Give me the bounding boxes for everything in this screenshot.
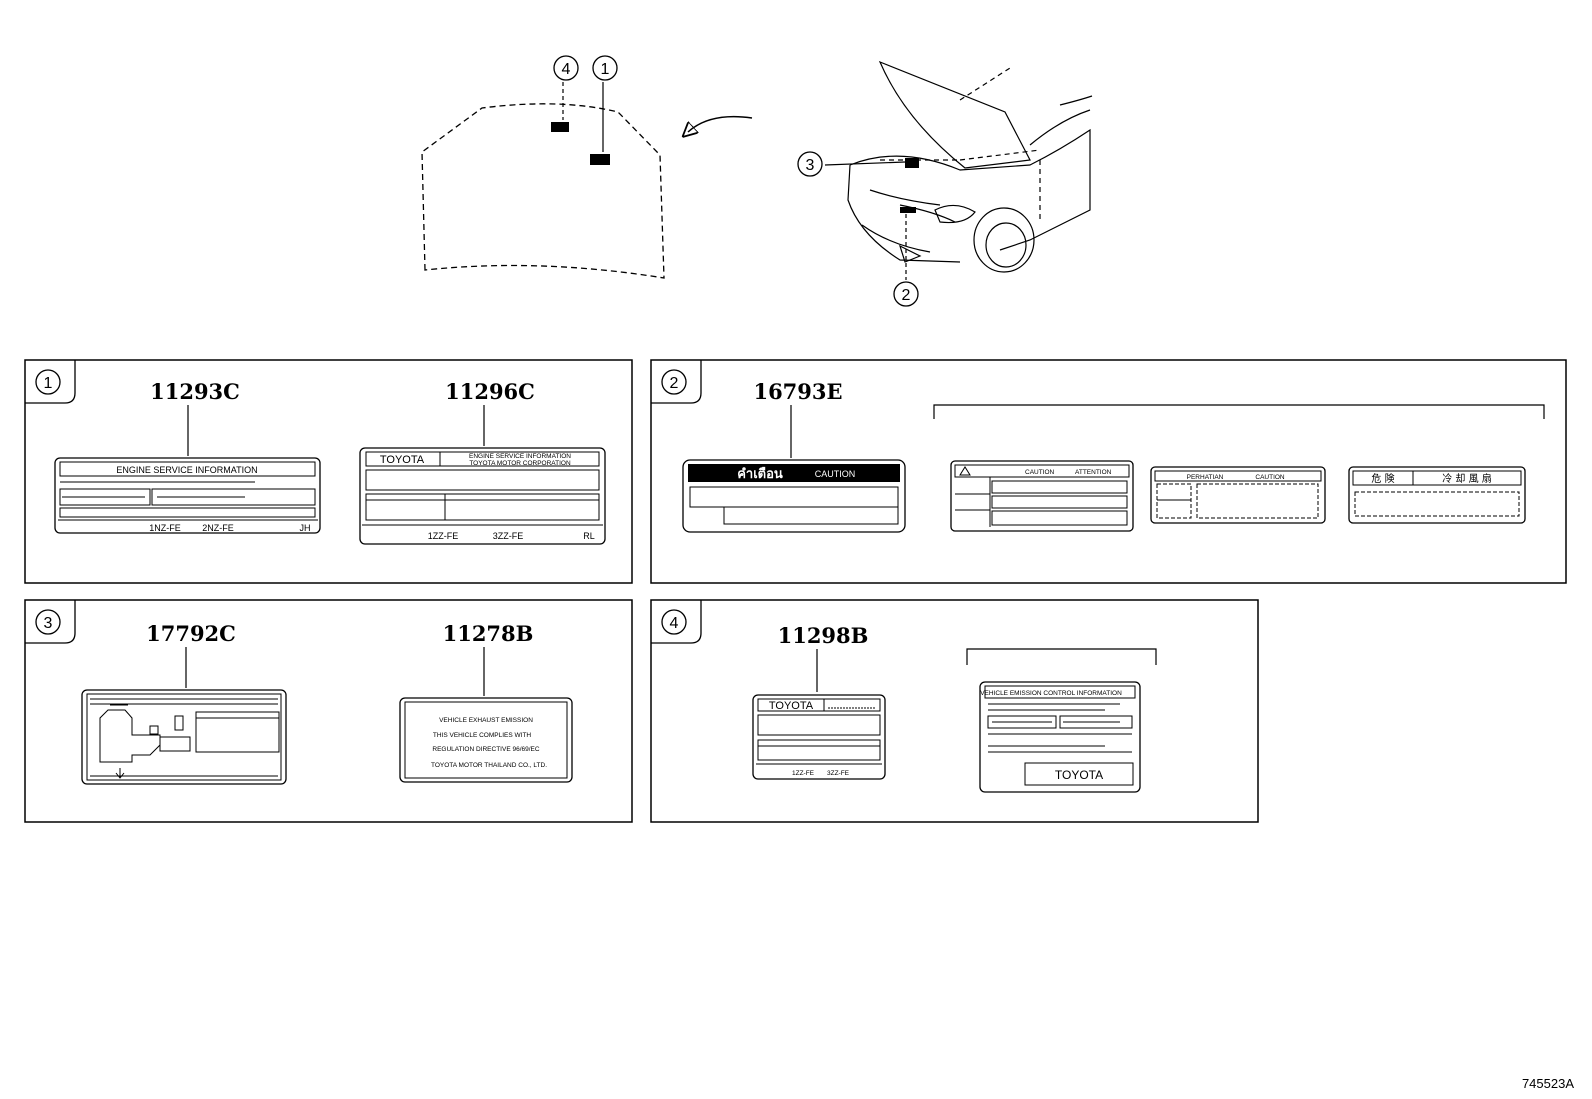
svg-text:คำเตือน: คำเตือน — [737, 466, 783, 482]
svg-text:1ZZ-FE: 1ZZ-FE — [792, 770, 815, 777]
label-11296C: TOYOTA ENGINE SERVICE INFORMATION TOYOTA… — [359, 447, 606, 545]
part-number-11298B: 11298B — [778, 623, 869, 648]
svg-text:冷 却 風 扇: 冷 却 風 扇 — [1442, 472, 1492, 485]
bracket-4 — [966, 648, 1157, 665]
svg-text:TOYOTA: TOYOTA — [769, 700, 814, 712]
svg-text:2: 2 — [902, 287, 911, 304]
label-17792C — [81, 689, 287, 785]
svg-text:CAUTION: CAUTION — [1255, 474, 1285, 481]
car-label-3-mark — [905, 158, 919, 168]
label-16793E-c: PERHATIAN CAUTION — [1150, 466, 1326, 524]
part-number-11296C: 11296C — [445, 379, 535, 404]
panel-4: 4 11298B TOYOTA 1ZZ-FE 3ZZ-FE VEHICLE EM… — [650, 599, 1259, 823]
label-11278B: VEHICLE EXHAUST EMISSION THIS VEHICLE CO… — [399, 697, 573, 783]
direction-arrow — [688, 115, 753, 132]
label-16793E-thai: คำเตือน CAUTION — [682, 459, 906, 533]
svg-text:1NZ-FE: 1NZ-FE — [149, 523, 181, 533]
svg-text:CAUTION: CAUTION — [1025, 469, 1055, 476]
svg-text:CAUTION: CAUTION — [815, 469, 856, 479]
panel-2-number: 2 — [670, 375, 679, 392]
svg-text:PERHATIAN: PERHATIAN — [1187, 474, 1224, 481]
svg-text:3: 3 — [806, 157, 815, 174]
panel-3: 3 17792C 11278B VEHICLE EXHAUST EMISSION — [24, 599, 633, 823]
svg-text:1: 1 — [601, 61, 610, 78]
svg-text:3ZZ-FE: 3ZZ-FE — [827, 770, 850, 777]
car-drawing — [847, 60, 1093, 273]
hood-drawing — [421, 103, 665, 279]
part-number-17792C: 17792C — [146, 621, 236, 646]
hood-label-1-mark — [590, 154, 610, 165]
label-11293C: ENGINE SERVICE INFORMATION 1NZ-FE 2NZ-FE… — [54, 457, 321, 534]
svg-text:TOYOTA MOTOR CORPORATION: TOYOTA MOTOR CORPORATION — [469, 460, 571, 467]
svg-text:1ZZ-FE: 1ZZ-FE — [428, 531, 459, 541]
car-label-2-mark — [900, 207, 916, 213]
callout-4-top: 4 — [553, 55, 579, 81]
svg-text:RL: RL — [583, 531, 595, 541]
svg-text:REGULATION DIRECTIVE 96/69/EC: REGULATION DIRECTIVE 96/69/EC — [432, 746, 539, 753]
label-11298B-a: TOYOTA 1ZZ-FE 3ZZ-FE — [752, 694, 886, 780]
label-16793E-d: 危 険 冷 却 風 扇 — [1348, 466, 1526, 524]
drawing-code: 745523A — [1521, 1076, 1574, 1091]
svg-text:THIS VEHICLE COMPLIES WITH: THIS VEHICLE COMPLIES WITH — [433, 732, 532, 739]
svg-text:4: 4 — [562, 61, 571, 78]
svg-text:ATTENTION: ATTENTION — [1075, 469, 1112, 476]
callout-2-top: 2 — [893, 281, 919, 307]
svg-text:VEHICLE EXHAUST EMISSION: VEHICLE EXHAUST EMISSION — [439, 717, 533, 724]
svg-text:TOYOTA: TOYOTA — [1055, 768, 1103, 782]
panel-1: 1 11293C 11296C ENGINE SERVICE INFORMATI… — [24, 359, 633, 584]
callout-3-top: 3 — [797, 151, 823, 177]
svg-text:危 険: 危 険 — [1371, 473, 1394, 485]
panel-3-number: 3 — [44, 615, 53, 632]
svg-text:TOYOTA MOTOR THAILAND CO., LTD: TOYOTA MOTOR THAILAND CO., LTD. — [431, 762, 547, 769]
label-16793E-b: CAUTION ATTENTION — [950, 460, 1134, 532]
svg-text:VEHICLE EMISSION CONTROL INFOR: VEHICLE EMISSION CONTROL INFORMATION — [980, 690, 1122, 697]
part-number-11293C: 11293C — [150, 379, 240, 404]
panel-2: 2 16793E คำเตือน CAUTION CAUTION ATTENTI… — [650, 359, 1567, 584]
bracket-2 — [933, 404, 1545, 419]
svg-text:ENGINE SERVICE INFORMATION: ENGINE SERVICE INFORMATION — [116, 465, 257, 475]
svg-text:ENGINE SERVICE INFORMATION: ENGINE SERVICE INFORMATION — [469, 453, 571, 460]
part-number-11278B: 11278B — [443, 621, 534, 646]
callout-1-top: 1 — [592, 55, 618, 81]
svg-text:JH: JH — [300, 523, 311, 533]
label-11298B-b: VEHICLE EMISSION CONTROL INFORMATION TOY… — [979, 681, 1141, 793]
svg-text:3ZZ-FE: 3ZZ-FE — [493, 531, 524, 541]
part-number-16793E: 16793E — [753, 379, 842, 404]
hood-label-4-mark — [551, 122, 569, 132]
svg-text:TOYOTA: TOYOTA — [380, 454, 425, 466]
svg-text:2NZ-FE: 2NZ-FE — [202, 523, 234, 533]
panel-4-number: 4 — [670, 615, 679, 632]
panel-1-number: 1 — [44, 375, 53, 392]
